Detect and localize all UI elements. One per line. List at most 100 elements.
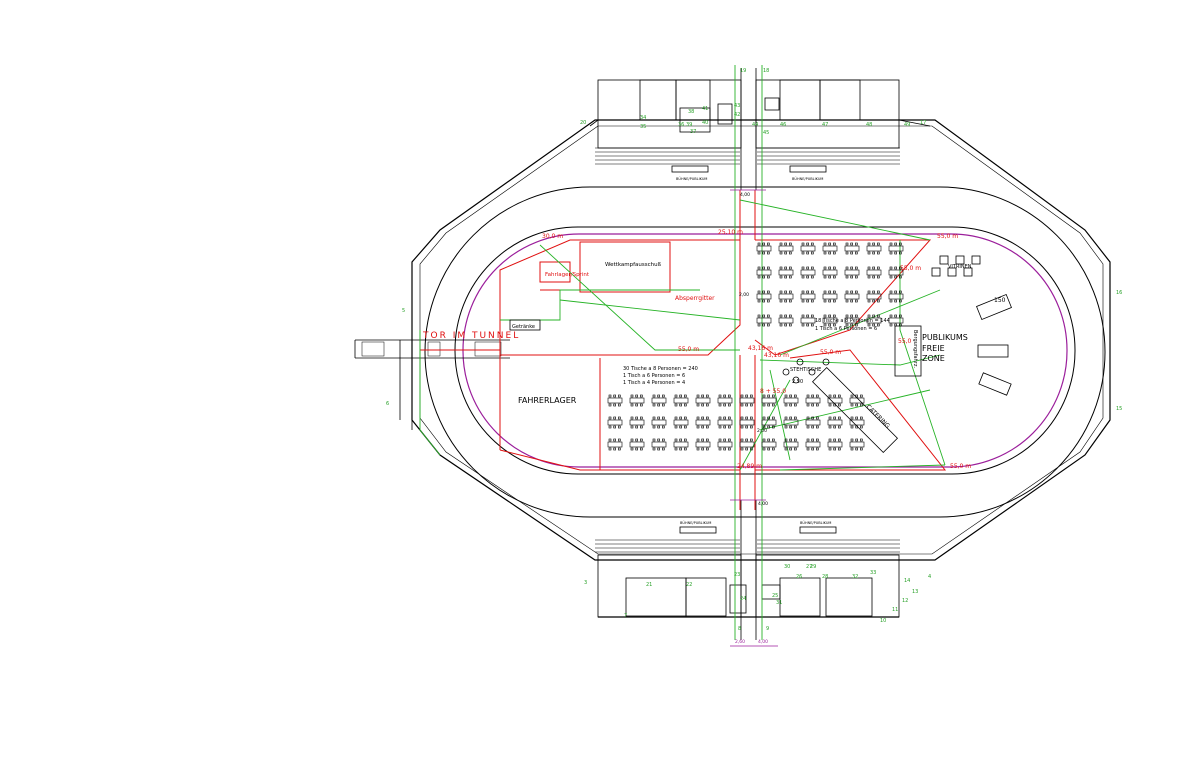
chair xyxy=(784,394,788,398)
north-building xyxy=(589,68,931,190)
chair xyxy=(723,447,726,451)
chair xyxy=(828,275,831,279)
table xyxy=(866,245,882,252)
chair xyxy=(684,447,687,451)
chair xyxy=(652,438,656,442)
chair xyxy=(608,447,612,451)
tunnel xyxy=(354,339,510,430)
chair xyxy=(850,266,853,270)
chair xyxy=(784,447,788,451)
chair xyxy=(745,416,748,420)
chair xyxy=(833,242,836,246)
point-35: 35 xyxy=(640,124,646,130)
chair xyxy=(750,394,753,398)
chair xyxy=(816,416,819,420)
chair xyxy=(833,290,836,294)
chair xyxy=(674,447,678,451)
chair xyxy=(772,447,775,451)
chair xyxy=(855,251,858,255)
chair xyxy=(806,251,809,255)
chair xyxy=(828,447,832,451)
point-20: 20 xyxy=(580,120,586,126)
chair xyxy=(608,438,612,442)
chair xyxy=(811,425,814,429)
chair xyxy=(794,394,797,398)
chair xyxy=(833,299,836,303)
chair xyxy=(740,403,744,407)
point-18: 18 xyxy=(763,68,769,74)
chair xyxy=(696,425,700,429)
chair xyxy=(850,394,854,398)
chair xyxy=(728,438,731,442)
table xyxy=(866,293,882,300)
table xyxy=(695,441,711,448)
chair xyxy=(757,314,761,318)
persons-bot-line3: 1 Tisch a 4 Personen = 4 xyxy=(623,380,685,386)
chair xyxy=(701,438,704,442)
chair xyxy=(789,275,792,279)
chair xyxy=(613,403,616,407)
chair xyxy=(872,251,875,255)
chair xyxy=(784,403,788,407)
point-6: 6 xyxy=(386,401,389,407)
chair xyxy=(657,403,660,407)
chair xyxy=(833,438,836,442)
chair xyxy=(674,416,678,420)
chair xyxy=(750,403,753,407)
chair xyxy=(855,416,858,420)
chair xyxy=(801,290,805,294)
point-21: 21 xyxy=(646,582,652,588)
chair xyxy=(833,447,836,451)
chair xyxy=(850,425,854,429)
chair xyxy=(779,290,783,294)
table xyxy=(651,419,667,426)
chair xyxy=(789,266,792,270)
chair xyxy=(630,438,634,442)
chair xyxy=(845,323,849,327)
chair xyxy=(894,290,897,294)
chair xyxy=(855,314,858,318)
chair xyxy=(806,447,810,451)
chair xyxy=(784,323,787,327)
chair xyxy=(833,266,836,270)
chair xyxy=(750,438,753,442)
chair xyxy=(630,425,634,429)
chair xyxy=(789,416,792,420)
table xyxy=(778,269,794,276)
chair xyxy=(608,403,612,407)
chair xyxy=(899,275,902,279)
chair xyxy=(789,251,792,255)
table xyxy=(783,441,799,448)
point-22: 22 xyxy=(686,582,692,588)
chair xyxy=(779,323,783,327)
tribune-south-right: BÜHNE/PUBLIKUM xyxy=(800,520,831,525)
point-numbers: 16 15 19 18 20 17 3 4 13 12 11 10 14 9 8… xyxy=(386,68,1122,632)
chair xyxy=(889,242,893,246)
dim-w1: 2,60 xyxy=(735,639,745,645)
chair xyxy=(657,447,660,451)
chair xyxy=(872,290,875,294)
chair xyxy=(801,323,805,327)
chair xyxy=(855,275,858,279)
dim-55-f: 55,0 xyxy=(898,338,912,345)
chair xyxy=(801,251,805,255)
table xyxy=(800,269,816,276)
zone-label: ZONE xyxy=(922,354,945,363)
chair xyxy=(845,266,849,270)
tables-bottom-block xyxy=(607,394,865,451)
dim-55-c: 55,0 m xyxy=(678,346,699,353)
dim-55-b: 55,0 m xyxy=(900,265,921,272)
point-16: 16 xyxy=(1116,290,1122,296)
chair xyxy=(767,290,770,294)
table xyxy=(844,293,860,300)
table xyxy=(756,245,772,252)
chair xyxy=(762,394,766,398)
chair xyxy=(828,403,832,407)
chair xyxy=(784,242,787,246)
chair xyxy=(740,447,744,451)
point-31: 31 xyxy=(776,600,782,606)
chair xyxy=(662,425,665,429)
chair xyxy=(757,251,761,255)
table xyxy=(629,441,645,448)
chair xyxy=(789,438,792,442)
